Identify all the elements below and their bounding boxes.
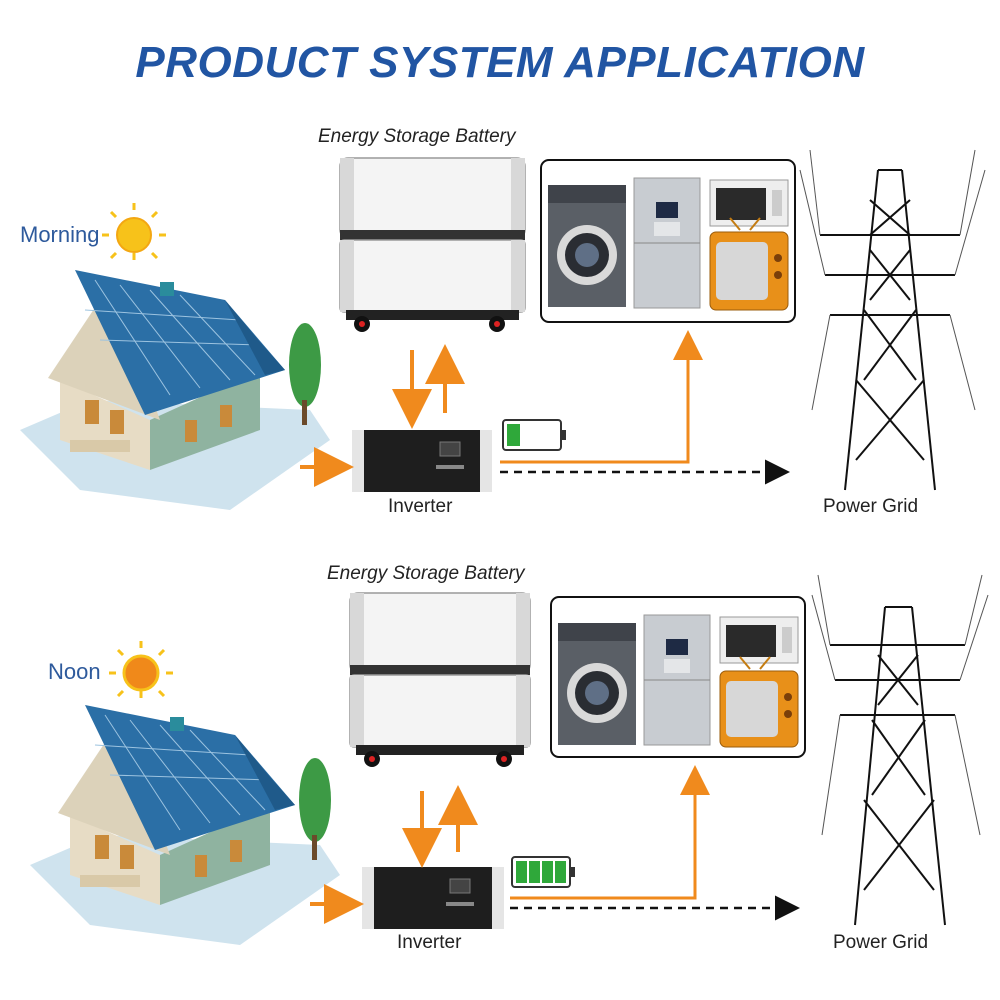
inverter-device <box>352 430 492 492</box>
washing-machine-icon <box>548 185 626 307</box>
time-label: Morning <box>20 222 100 247</box>
scene-noon: Noon Energy Storage Battery Inverter Pow… <box>0 545 1000 995</box>
scene-morning-graphics <box>20 149 986 510</box>
flow-arrows <box>300 330 790 487</box>
time-label: Noon <box>48 659 101 684</box>
battery-label: Energy Storage Battery <box>327 563 525 584</box>
page-title: PRODUCT SYSTEM APPLICATION <box>135 38 865 87</box>
scene-morning: Morning Energy Storage Battery Inverter … <box>0 110 1000 560</box>
flow-arrows <box>310 765 800 924</box>
energy-storage-battery <box>339 157 526 332</box>
scene-noon-graphics <box>30 574 989 945</box>
grid-label: Power Grid <box>833 932 929 953</box>
battery-level-icon <box>502 419 566 451</box>
microwave-icon <box>709 179 789 227</box>
sun-icon <box>109 641 173 698</box>
refrigerator-icon <box>633 177 701 309</box>
grid-label: Power Grid <box>823 496 919 517</box>
appliances-box <box>540 159 796 323</box>
power-tower-icon <box>811 574 989 926</box>
microwave-icon <box>719 616 799 664</box>
tv-icon <box>709 217 789 311</box>
washing-machine-icon <box>558 623 636 745</box>
inverter-label: Inverter <box>388 496 453 517</box>
inverter-label: Inverter <box>397 932 462 953</box>
battery-level-icon <box>511 856 575 888</box>
solar-house-icon <box>30 705 340 945</box>
sun-icon <box>102 203 166 260</box>
solar-house-icon <box>20 270 330 510</box>
refrigerator-icon <box>643 614 711 746</box>
tv-icon <box>719 656 799 748</box>
appliances-box <box>550 596 806 758</box>
energy-storage-battery <box>349 592 531 767</box>
power-tower-icon <box>799 149 986 491</box>
inverter-device <box>362 867 504 929</box>
battery-label: Energy Storage Battery <box>318 126 516 147</box>
